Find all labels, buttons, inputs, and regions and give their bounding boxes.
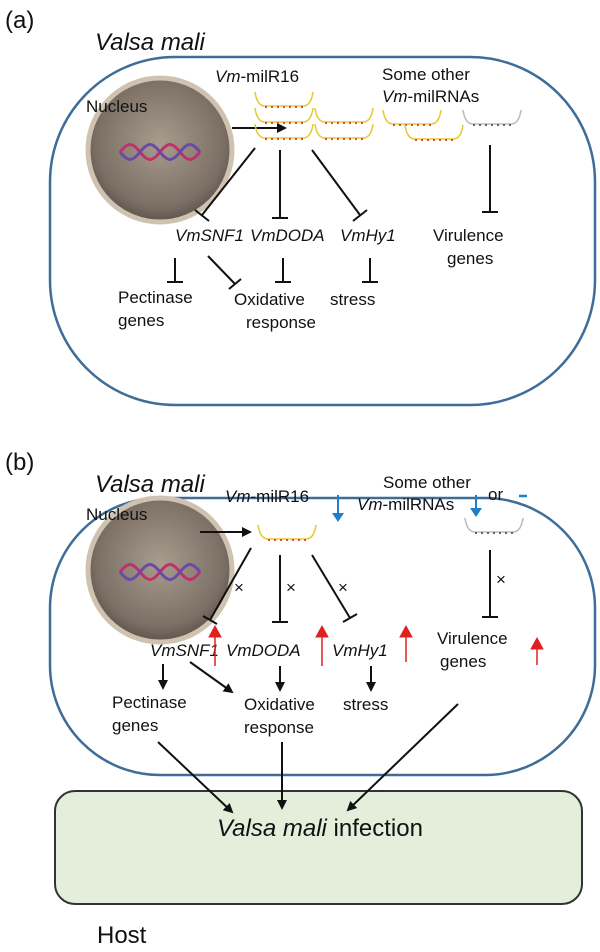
gene-vmhy1: VmHy1: [332, 641, 388, 660]
stress: stress: [343, 695, 388, 714]
blocked-inhibition-lines: [202, 547, 498, 625]
infection-arrows: [157, 703, 459, 814]
host-label: Host: [97, 922, 147, 949]
infection-label: Valsa mali infection: [217, 815, 423, 842]
organism-label: Valsa mali: [95, 29, 205, 56]
panel-b: (b) Valsa mali Nucleus Vm-milR16 Some ot…: [5, 449, 597, 949]
other-rna: [464, 517, 524, 534]
gene-vmhy1: VmHy1: [340, 226, 396, 245]
oxidative-2: response: [244, 718, 314, 737]
block-mark: ×: [338, 578, 348, 597]
block-mark: ×: [286, 578, 296, 597]
host-infection-box: [54, 790, 583, 905]
virulence-genes-2: genes: [447, 249, 493, 268]
virulence-genes-1: Virulence: [433, 226, 504, 245]
down-arrow-icon: [470, 495, 482, 517]
nucleus-label: Nucleus: [86, 97, 147, 116]
panel-a: (a) Valsa mali Nucleus Vm-milR16 Some ot…: [5, 7, 597, 407]
virulence-genes-2: genes: [440, 652, 486, 671]
nucleus-label: Nucleus: [86, 505, 147, 524]
activation-arrows: [158, 661, 376, 694]
downstream-inhibition: [167, 255, 378, 290]
stress: stress: [330, 290, 375, 309]
milr16-rna: [257, 524, 317, 541]
mir-label: Vm-milR16: [225, 487, 309, 506]
other-mirnas-label-1: Some other: [382, 65, 470, 84]
other-mirnas-label-2: Vm-milRNAs: [382, 87, 479, 106]
gene-vmsnf1: VmSNF1: [150, 641, 219, 660]
oxidative-2: response: [246, 313, 316, 332]
pectinase-genes-1: Pectinase: [112, 693, 187, 712]
other-mirnas-label-2: Vm-milRNAs: [357, 495, 454, 514]
block-mark: ×: [496, 570, 506, 589]
pectinase-genes-2: genes: [112, 716, 158, 735]
panel-a-label: (a): [5, 7, 34, 34]
gene-vmsnf1: VmSNF1: [175, 226, 244, 245]
inhibition-lines: [194, 145, 498, 222]
block-mark: ×: [234, 578, 244, 597]
pectinase-genes-2: genes: [118, 311, 164, 330]
or-label: or: [488, 485, 503, 504]
organism-label: Valsa mali: [95, 471, 205, 498]
milr16-rnas: [254, 91, 374, 140]
gene-vmdoda: VmDODA: [250, 226, 325, 245]
other-mirnas-label-1: Some other: [383, 473, 471, 492]
fungal-cell: [48, 496, 597, 777]
other-rnas: [382, 109, 522, 141]
panel-b-label: (b): [5, 449, 34, 476]
fungal-cell: [48, 55, 597, 407]
mir-label: Vm-milR16: [215, 67, 299, 86]
virulence-genes-1: Virulence: [437, 629, 508, 648]
oxidative-1: Oxidative: [244, 695, 315, 714]
gene-vmdoda: VmDODA: [226, 641, 301, 660]
down-arrow-icon: [332, 495, 344, 522]
oxidative-1: Oxidative: [234, 290, 305, 309]
up-arrow-icons: [208, 624, 544, 666]
pectinase-genes-1: Pectinase: [118, 288, 193, 307]
